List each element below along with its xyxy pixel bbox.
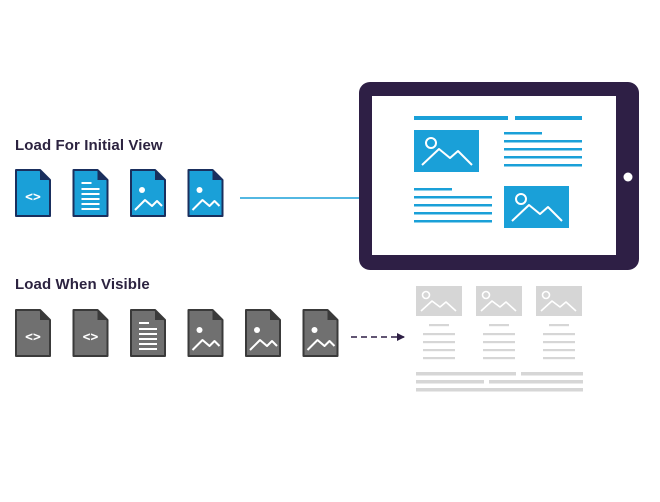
screen-text-lines (504, 132, 582, 167)
image-file-icon (130, 169, 166, 217)
image-file-icon (245, 309, 281, 357)
screen-text-lines (414, 188, 492, 223)
tablet-screen (372, 96, 616, 255)
screen-image-placeholder (414, 130, 479, 172)
code-glyph: <> (83, 330, 99, 345)
ghost-column (536, 286, 582, 360)
code-file-icon: <> (72, 309, 109, 357)
text-file-icon (72, 169, 109, 217)
screen-header-bar (515, 116, 582, 120)
image-file-icon (187, 309, 224, 357)
offscreen-content-placeholder (416, 286, 583, 392)
text-file-icon (130, 309, 166, 357)
ghost-footer-lines (416, 372, 583, 392)
tablet (359, 82, 639, 270)
code-file-icon: <> (15, 169, 51, 217)
section-label-initial-view: Load For Initial View (15, 137, 163, 154)
initial-view-files: <> (15, 169, 224, 217)
ghost-column (476, 286, 522, 360)
image-file-icon (187, 169, 224, 217)
image-file-icon (302, 309, 339, 357)
ghost-column (416, 286, 462, 360)
code-glyph: <> (25, 330, 41, 345)
code-glyph: <> (25, 190, 41, 205)
screen-image-placeholder (504, 186, 569, 228)
screen-header-bar (414, 116, 508, 120)
tablet-home-button (623, 172, 633, 182)
code-file-icon: <> (15, 309, 51, 357)
load-when-visible-files: <> <> (15, 309, 339, 357)
section-label-load-when-visible: Load When Visible (15, 276, 150, 293)
